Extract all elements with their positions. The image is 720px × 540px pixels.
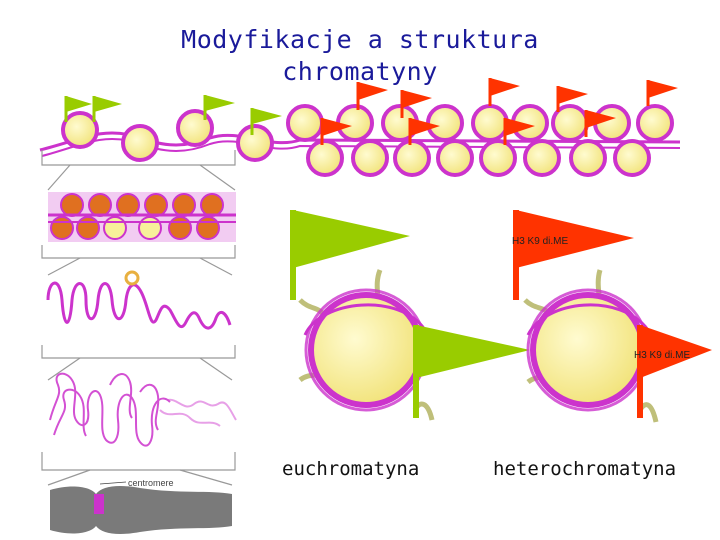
euchromatin-nucleosome (290, 210, 530, 421)
condensed-chromatin (49, 372, 237, 447)
histone-mark-label: H3 K9 di.ME (634, 350, 690, 361)
nucleosome-bead (121, 124, 159, 162)
red-flag (584, 110, 616, 137)
slide-title: Modyfikacje a struktura chromatyny (150, 24, 570, 88)
green-flag-large (290, 210, 410, 300)
euchromatin-label: euchromatyna (282, 458, 420, 480)
nucleosome-bead (523, 139, 561, 177)
red-flag (400, 90, 432, 118)
nucleosome-bead (61, 111, 99, 149)
compaction-brackets (41, 150, 236, 486)
red-flag (646, 80, 678, 106)
nucleosome-bead (306, 139, 344, 177)
title-line-1: Modyfikacje a struktura (181, 25, 539, 54)
heterochromatin-label: heterochromatyna (493, 458, 677, 480)
red-flag-large: H3 K9 di.ME (634, 325, 712, 418)
red-flag (320, 118, 352, 145)
nucleosome-bead (471, 104, 509, 142)
nucleosome-bead (393, 139, 431, 177)
nucleosome-bead (236, 124, 274, 162)
nucleosome-bead (351, 139, 389, 177)
chromatin-fiber (48, 192, 236, 242)
nucleosome-bead (336, 104, 374, 142)
nucleosome-bead (176, 109, 214, 147)
nucleosome-bead (426, 104, 464, 142)
nucleosome-bead (636, 104, 674, 142)
green-flag (203, 95, 235, 120)
chromatin-loops (46, 270, 232, 330)
heterochromatin-nucleosome: H3 K9 di.ME H3 K9 di.ME (512, 210, 712, 423)
chromosome: centromere (50, 478, 232, 534)
nucleosome-bead (479, 139, 517, 177)
green-flag-large (413, 325, 530, 418)
red-flag (356, 82, 388, 110)
nucleosome-bead (569, 139, 607, 177)
red-flag (408, 118, 440, 145)
histone-mark-label: H3 K9 di.ME (512, 236, 568, 247)
nucleosome-bead (436, 139, 474, 177)
green-flag (92, 96, 122, 122)
red-flag (488, 78, 520, 106)
title-line-2: chromatyny (282, 57, 438, 86)
red-flag (503, 118, 535, 145)
nucleosome-string (39, 104, 681, 177)
red-flag (556, 86, 588, 112)
green-flag (250, 108, 282, 135)
centromere-label: centromere (128, 478, 174, 488)
top-flags (64, 78, 678, 145)
red-flag-large: H3 K9 di.ME (512, 210, 634, 300)
nucleosome-bead (613, 139, 651, 177)
green-flag (64, 96, 92, 122)
nucleosome-bead (286, 104, 324, 142)
